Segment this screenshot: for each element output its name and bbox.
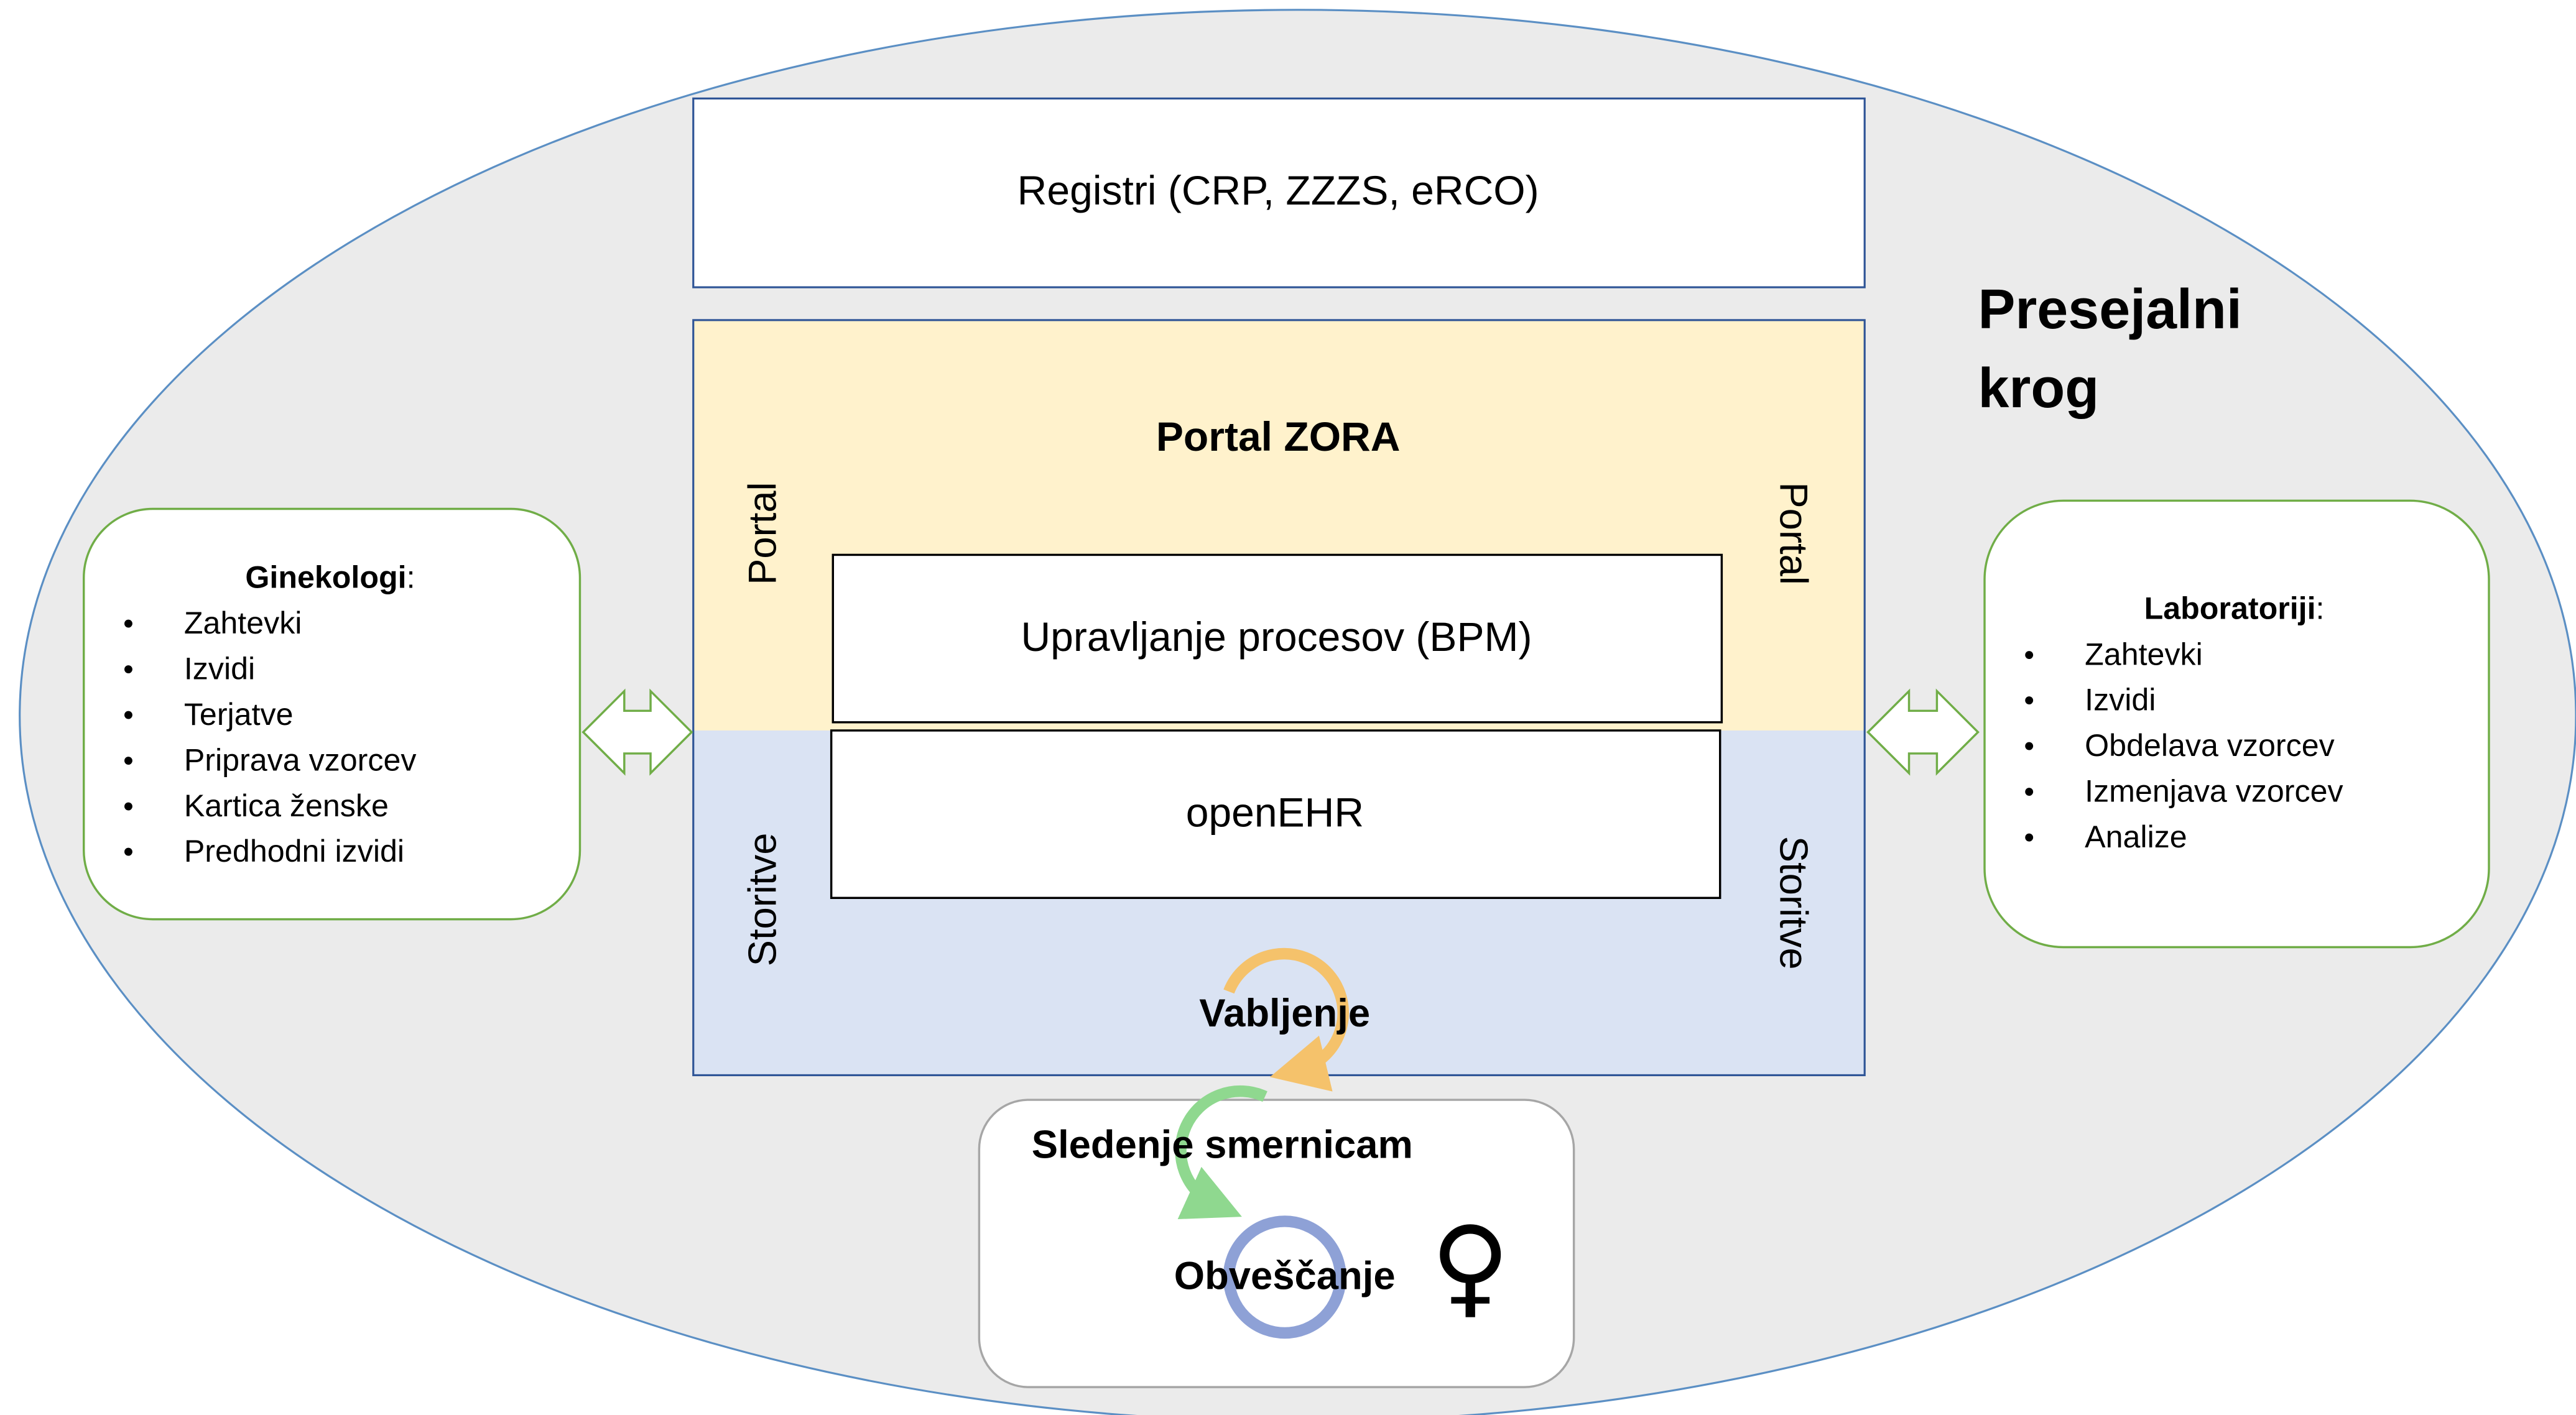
storitve-left-label: Storitve (741, 833, 785, 967)
sledenje-cycle-arrow-icon (1175, 1085, 1267, 1219)
ginekologi-list-item: Terjatve (184, 697, 294, 732)
ginekologi-bullet-icon: • (123, 699, 134, 732)
registri-label: Registri (CRP, ZZZS, eRCO) (1017, 167, 1539, 213)
ginekologi-bullet-icon: • (123, 653, 134, 686)
guidelines-box (978, 1099, 1575, 1388)
laboratoriji-list: • Zahtevki • Izvidi • Obdelava vzorcev • Izmenj… (2024, 637, 2343, 854)
right-double-arrow-icon (1866, 688, 1980, 776)
laboratoriji-title: Laboratoriji: (2144, 591, 2325, 625)
openehr-box (830, 729, 1721, 899)
obvescanje-cycle-icon (1223, 1215, 1346, 1339)
sledenje-label: Sledenje smernicam (1032, 1123, 1413, 1166)
storitve-right-label: Storitve (1772, 836, 1815, 970)
laboratoriji-list-item: Izvidi (2085, 683, 2156, 717)
portal-right-label: Portal (1772, 482, 1815, 585)
ginekologi-bullet-icon: • (123, 607, 134, 640)
laboratoriji-bullet-icon: • (2024, 730, 2034, 763)
laboratoriji-bullet-icon: • (2024, 821, 2034, 854)
portal-zora-title: Portal ZORA (1156, 413, 1401, 459)
laboratoriji-list-item: Obdelava vzorcev (2085, 728, 2335, 763)
laboratoriji-bullet-icon: • (2024, 776, 2034, 809)
ginekologi-list: • Zahtevki • Izvidi • Terjatve • Priprava vzorc… (123, 606, 416, 869)
screening-cycle-title-line1: Presejalni (1978, 279, 2241, 341)
ginekologi-list-item: Predhodni izvidi (184, 834, 404, 869)
ginekologi-title: Ginekologi: (245, 560, 415, 594)
laboratoriji-bullet-icon: • (2024, 638, 2034, 671)
ginekologi-list-item: Kartica ženske (184, 788, 389, 823)
portal-left-label: Portal (741, 482, 785, 585)
ginekologi-bullet-icon: • (123, 836, 134, 869)
ginekologi-bullet-icon: • (123, 744, 134, 777)
laboratoriji-bullet-icon: • (2024, 684, 2034, 717)
ginekologi-box (83, 507, 581, 921)
laboratoriji-list-item: Analize (2085, 819, 2187, 854)
laboratoriji-list-item: Zahtevki (2085, 637, 2203, 671)
female-symbol-icon: ♀ (1430, 1204, 1510, 1330)
ginekologi-title-colon: : (407, 560, 415, 594)
ginekologi-list-item: Priprava vzorcev (184, 742, 417, 777)
laboratoriji-list-item: Izmenjava vzorcev (2085, 774, 2343, 809)
openehr-label: openEHR (1186, 790, 1364, 836)
laboratoriji-title-colon: : (2316, 591, 2325, 625)
vabljenje-label: Vabljenje (1199, 992, 1370, 1035)
bpm-label: Upravljanje procesov (BPM) (1021, 614, 1532, 660)
registri-box (692, 97, 1866, 288)
obvescanje-label: Obveščanje (1174, 1255, 1396, 1298)
ginekologi-list-item: Izvidi (184, 652, 255, 686)
laboratoriji-box (1983, 499, 2490, 949)
screening-cycle-title-line2: krog (1978, 357, 2099, 420)
left-double-arrow-icon (581, 688, 693, 776)
ginekologi-list-item: Zahtevki (184, 606, 302, 640)
laboratoriji-title-text: Laboratoriji (2144, 591, 2316, 625)
ginekologi-title-text: Ginekologi (245, 560, 406, 594)
vabljenje-cycle-arrow-icon (1223, 947, 1349, 1092)
ginekologi-bullet-icon: • (123, 790, 134, 823)
bpm-box (832, 553, 1723, 724)
